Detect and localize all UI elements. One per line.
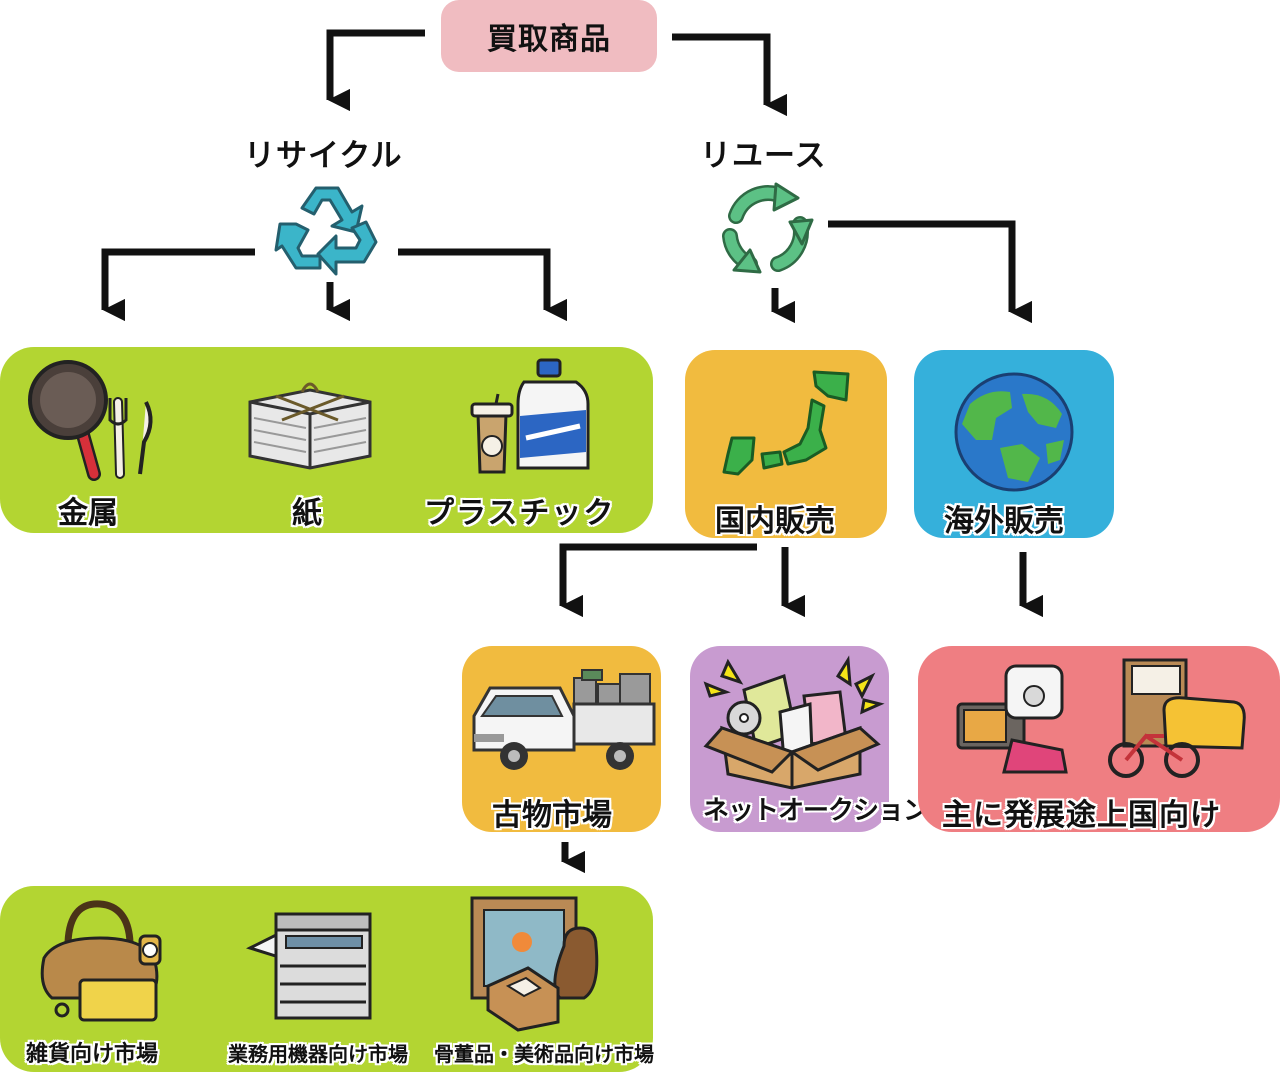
paper-label: 紙	[292, 496, 322, 531]
arrow-title-to-reuse	[672, 33, 788, 117]
antique-market-label: 古物市場	[492, 798, 612, 833]
truck-icon	[472, 669, 656, 770]
globe-icon	[954, 372, 1074, 492]
japan-map-icon	[722, 370, 850, 476]
reuse-label: リユース	[700, 138, 827, 174]
metal-label: 金属	[58, 496, 118, 531]
arrow-recycle-to-plastic	[398, 248, 568, 322]
domestic-sales-box	[685, 350, 887, 538]
newspaper-bundle-icon	[248, 382, 372, 470]
title-box: 買取商品	[441, 0, 657, 72]
handbag-icon	[40, 900, 162, 1022]
arrow-recycle-to-metal	[101, 248, 255, 322]
reuse-cycle-icon	[722, 182, 814, 274]
overseas-label: 海外販売	[944, 504, 1064, 539]
arrow-title-to-recycle	[326, 29, 425, 112]
business-equipment-market-label: 業務用機器向け市場	[228, 1042, 408, 1066]
recycle-icon	[274, 186, 378, 276]
antique-art-market-label: 骨董品・美術品向け市場	[434, 1042, 654, 1066]
plastic-bottle-icon	[470, 358, 590, 474]
domestic-label: 国内販売	[715, 504, 835, 539]
parcel-box-icon	[703, 655, 885, 790]
antique-icon	[470, 896, 599, 1032]
general-goods-market-label: 雑貨向け市場	[26, 1042, 159, 1067]
recycle-label: リサイクル	[244, 138, 403, 174]
copier-icon	[246, 912, 372, 1020]
net-auction-label: ネットオークション	[703, 796, 929, 826]
frying-pan-icon	[28, 360, 153, 481]
arrow-domestic-to-market	[559, 543, 757, 618]
title-label: 買取商品	[487, 22, 611, 57]
arrow-reuse-to-overseas	[828, 220, 1033, 324]
appliances-icon	[956, 658, 1246, 778]
developing-countries-label: 主に発展途上国向け	[942, 798, 1221, 833]
plastic-label: プラスチック	[424, 496, 616, 531]
